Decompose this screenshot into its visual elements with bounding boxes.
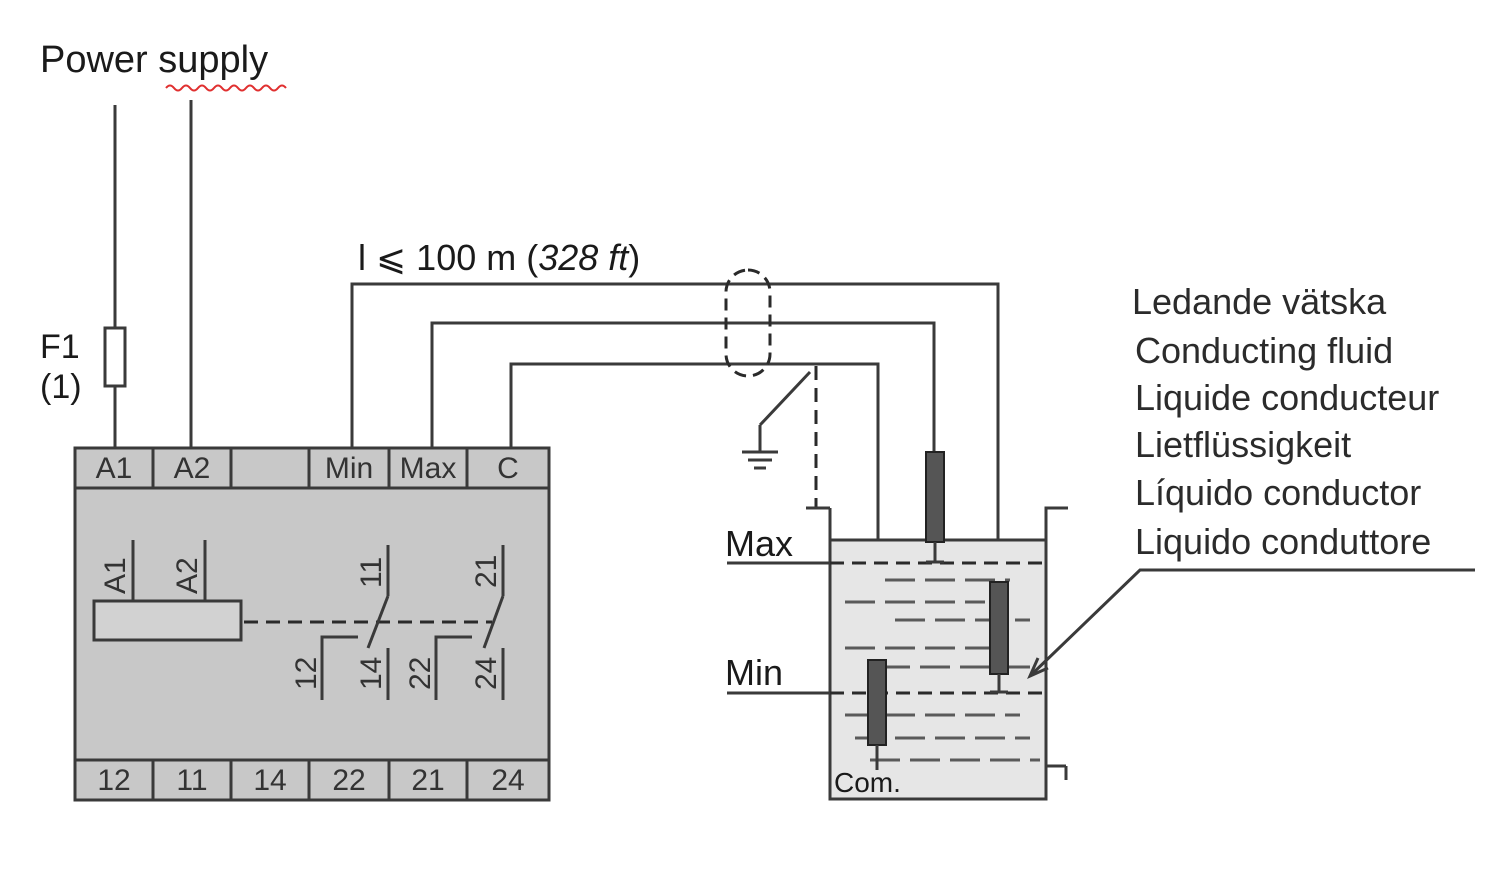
- fluid-name-en: Conducting fluid: [1135, 330, 1393, 371]
- electrode-min: [989, 581, 1009, 694]
- terminal-a1: A1: [96, 452, 133, 485]
- com-label: Com.: [834, 767, 901, 798]
- terminal-21: 21: [411, 764, 444, 797]
- fluid-name-it: Liquido conduttore: [1135, 521, 1431, 562]
- svg-text:14: 14: [355, 657, 388, 690]
- power-supply-label: Power supply: [40, 39, 268, 81]
- svg-text:21: 21: [470, 555, 503, 588]
- level-min-label: Min: [725, 652, 783, 693]
- svg-text:12: 12: [290, 657, 323, 690]
- wire-min: [350, 282, 1000, 582]
- fluid-leader-line: [1028, 568, 1475, 678]
- cable-shield: [724, 268, 772, 378]
- wire-max: [430, 321, 936, 452]
- fuse-note: (1): [40, 368, 82, 406]
- cable-length-label: l ⩽ 100 m (328 ft): [358, 237, 640, 278]
- fuse-f1: [103, 326, 127, 388]
- fluid-arrowhead: [1027, 657, 1049, 679]
- svg-text:24: 24: [470, 657, 503, 690]
- top-terminal-strip: A1 A2 Min Max C: [73, 446, 551, 490]
- terminal-max: Max: [400, 452, 457, 485]
- contact-21: 21 22 24: [404, 545, 505, 700]
- terminal-c: C: [497, 452, 519, 485]
- ground-icon: [742, 450, 778, 470]
- relay-coil: [92, 599, 243, 642]
- terminal-11: 11: [176, 764, 207, 797]
- fuse-label: F1: [40, 328, 80, 366]
- terminal-12: 12: [97, 764, 130, 797]
- fluid-name-es: Líquido conductor: [1135, 472, 1421, 513]
- terminal-14: 14: [253, 764, 286, 797]
- terminal-24: 24: [491, 764, 524, 797]
- level-max-label: Max: [725, 523, 793, 564]
- fluid-name-de: Lietflüssigkeit: [1135, 424, 1351, 465]
- electrode-max: [925, 451, 945, 564]
- fluid-name-sv: Ledande vätska: [1132, 281, 1387, 322]
- bottom-terminal-strip: 12 11 14 22 21 24: [73, 758, 551, 802]
- svg-text:11: 11: [355, 557, 388, 588]
- tank: Max Min Com.: [725, 506, 1068, 801]
- spellcheck-underline: [165, 84, 287, 92]
- ground-switch: [758, 370, 812, 427]
- coil-a1-label: A1: [99, 557, 132, 594]
- contact-11: 11 12 14: [290, 545, 390, 700]
- svg-text:22: 22: [404, 657, 437, 690]
- electrode-com: [867, 659, 887, 770]
- coil-a2-label: A2: [171, 557, 204, 594]
- terminal-min: Min: [325, 452, 373, 485]
- wire-com: [509, 362, 880, 660]
- fluid-name-fr: Liquide conducteur: [1135, 377, 1439, 418]
- terminal-a2: A2: [174, 452, 211, 485]
- terminal-22: 22: [332, 764, 365, 797]
